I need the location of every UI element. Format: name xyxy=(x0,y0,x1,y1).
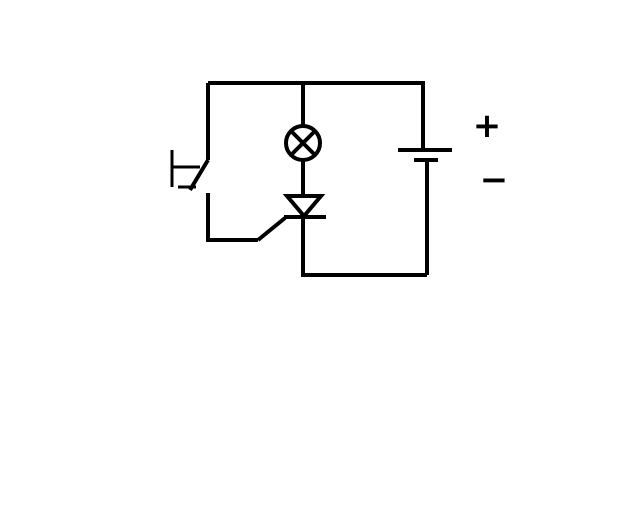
push-button-switch-icon xyxy=(170,150,210,192)
battery-icon xyxy=(398,148,452,162)
thyristor-wire-bottom xyxy=(301,217,427,277)
thyristor-icon xyxy=(282,194,326,220)
left-wire-lower xyxy=(206,193,258,242)
lamp-icon xyxy=(284,124,322,162)
battery-positive-label: + xyxy=(473,106,502,146)
battery-negative-label: − xyxy=(480,160,509,200)
circuit-wires xyxy=(206,81,429,277)
gate-wire xyxy=(256,216,287,242)
